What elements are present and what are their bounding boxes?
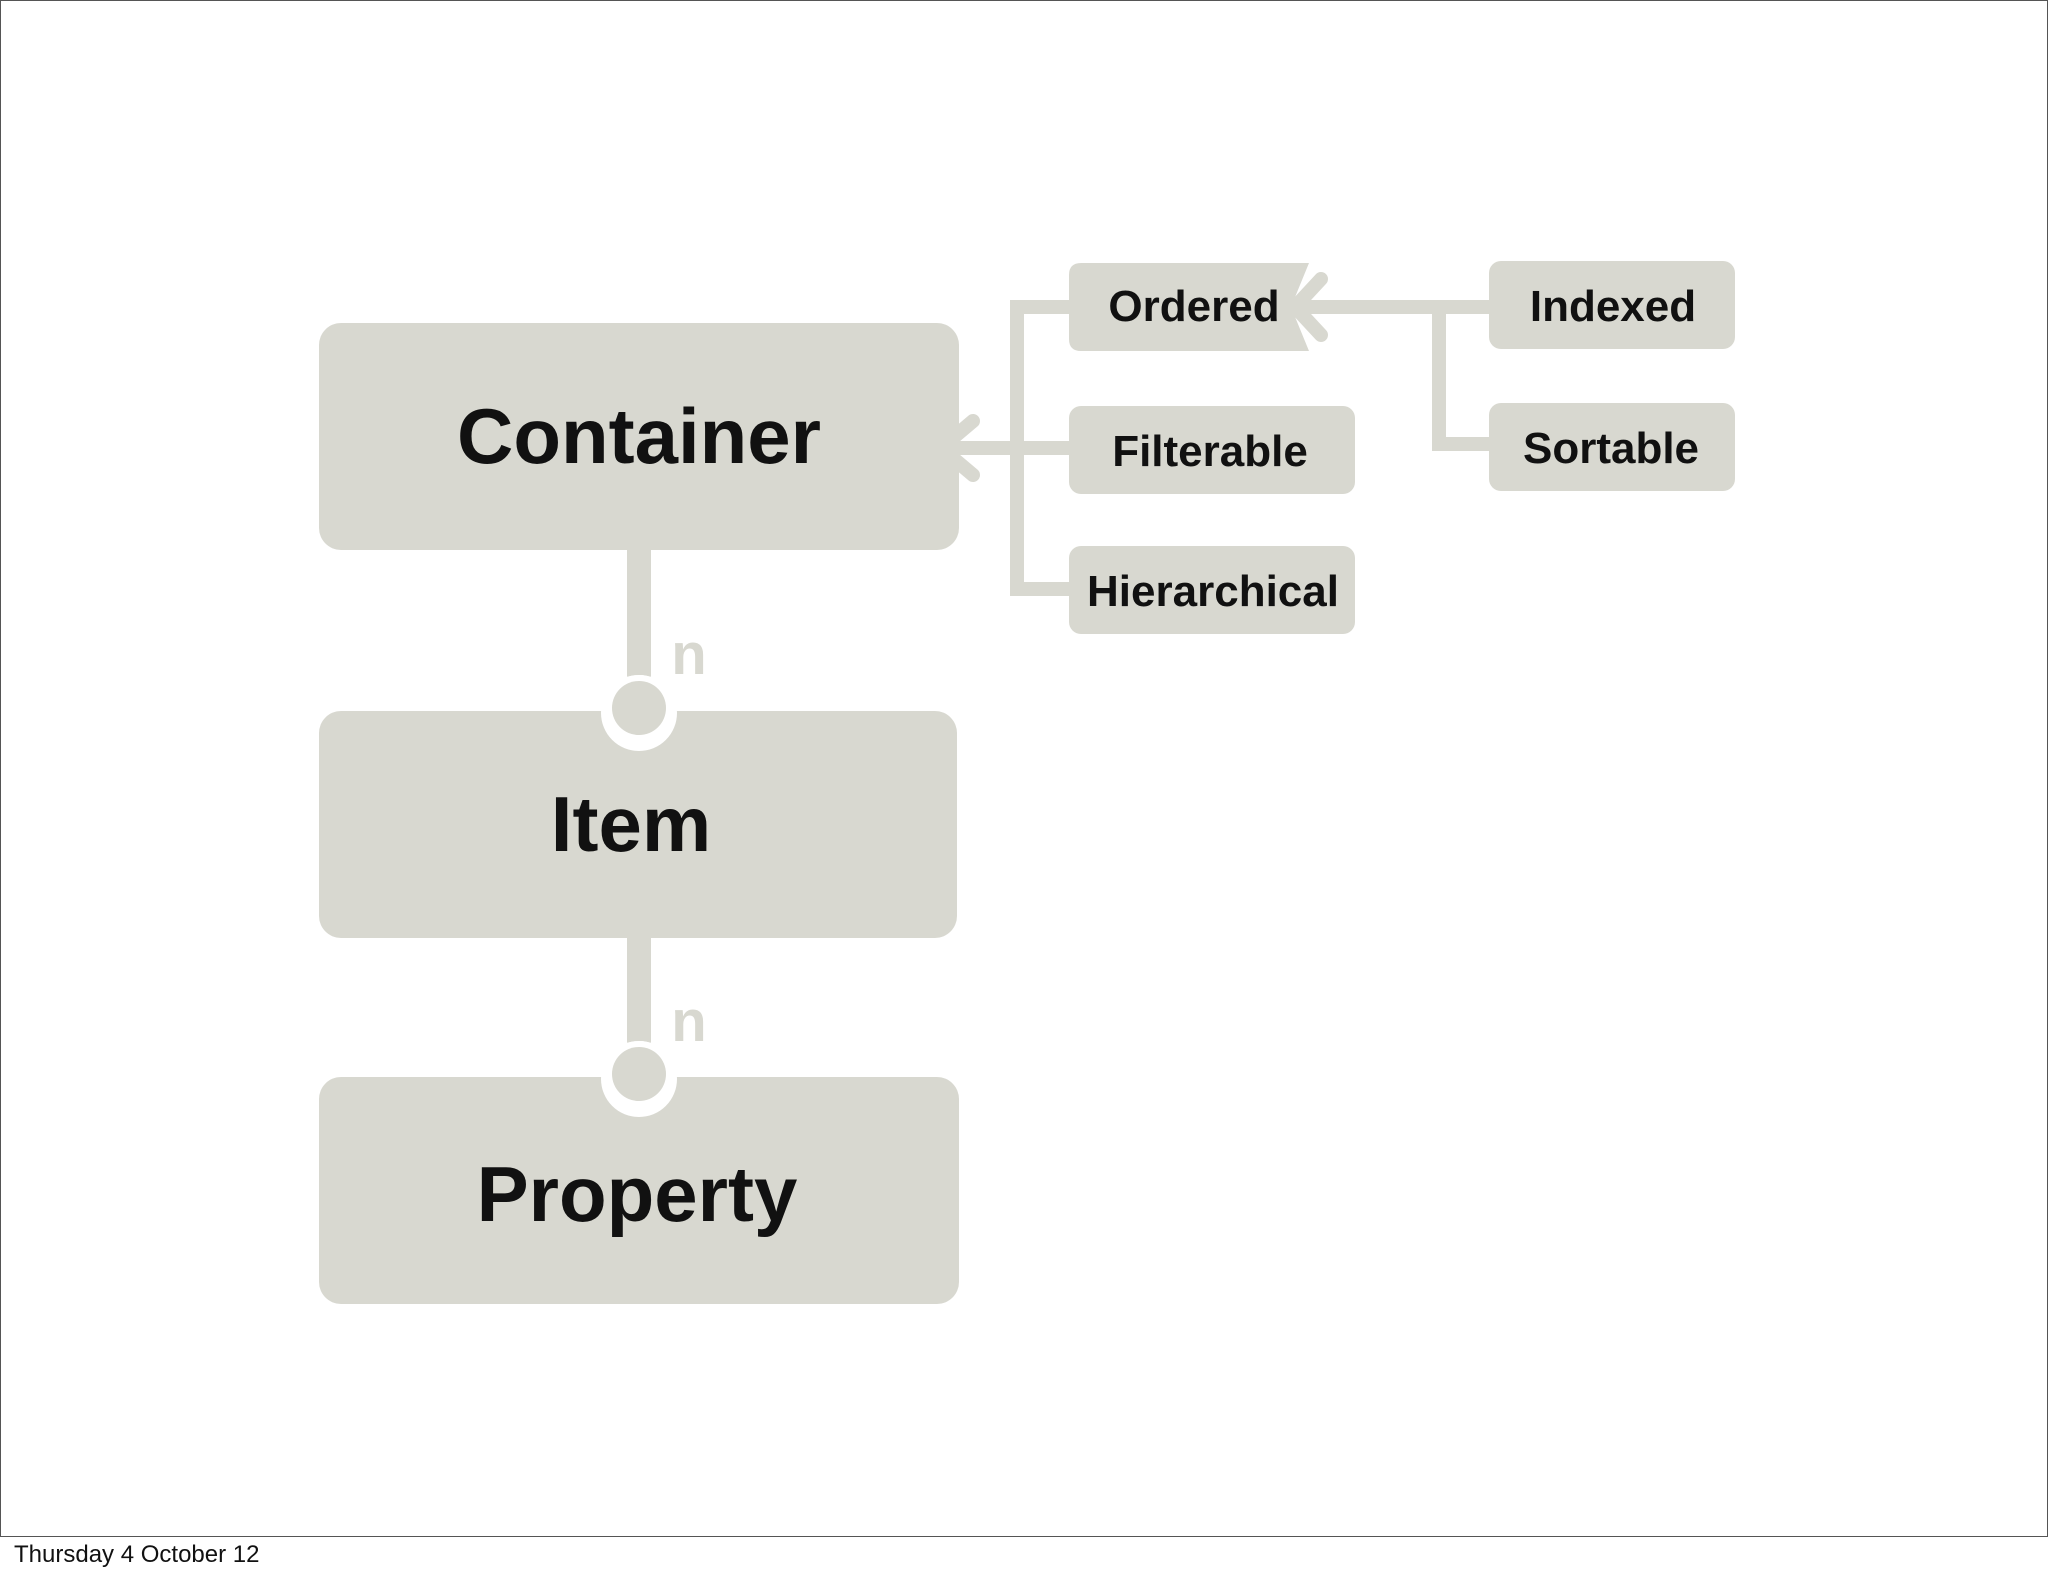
hierarchical-label: Hierarchical xyxy=(1087,567,1339,616)
hierarchical-box: Hierarchical xyxy=(1069,546,1355,634)
footer-date: Thursday 4 October 12 xyxy=(14,1541,260,1568)
indexed-box: Indexed xyxy=(1489,261,1735,349)
inheritance-arrowhead-container xyxy=(934,414,980,482)
ordered-box: Ordered xyxy=(1069,263,1309,351)
sortable-label: Sortable xyxy=(1523,424,1699,473)
slide-canvas: n n Container Item Property xyxy=(0,0,2048,1537)
ordered-label: Ordered xyxy=(1108,282,1279,331)
sortable-box: Sortable xyxy=(1489,403,1735,491)
inheritance-connectors-container xyxy=(939,300,1080,596)
item-box: Item xyxy=(319,675,957,938)
inheritance-arrowhead-ordered xyxy=(1288,272,1328,342)
multiplicity-item-property: n xyxy=(671,989,706,1054)
container-label: Container xyxy=(457,392,821,480)
data-model-diagram: n n Container Item Property xyxy=(319,261,1735,1304)
property-label: Property xyxy=(477,1150,798,1238)
filterable-box: Filterable xyxy=(1069,406,1355,494)
container-box: Container xyxy=(319,323,959,550)
inheritance-connectors-ordered xyxy=(1294,300,1498,451)
indexed-label: Indexed xyxy=(1530,282,1696,331)
filterable-label: Filterable xyxy=(1112,427,1308,476)
property-box: Property xyxy=(319,1041,959,1304)
item-label: Item xyxy=(551,780,711,868)
multiplicity-container-item: n xyxy=(671,622,706,687)
